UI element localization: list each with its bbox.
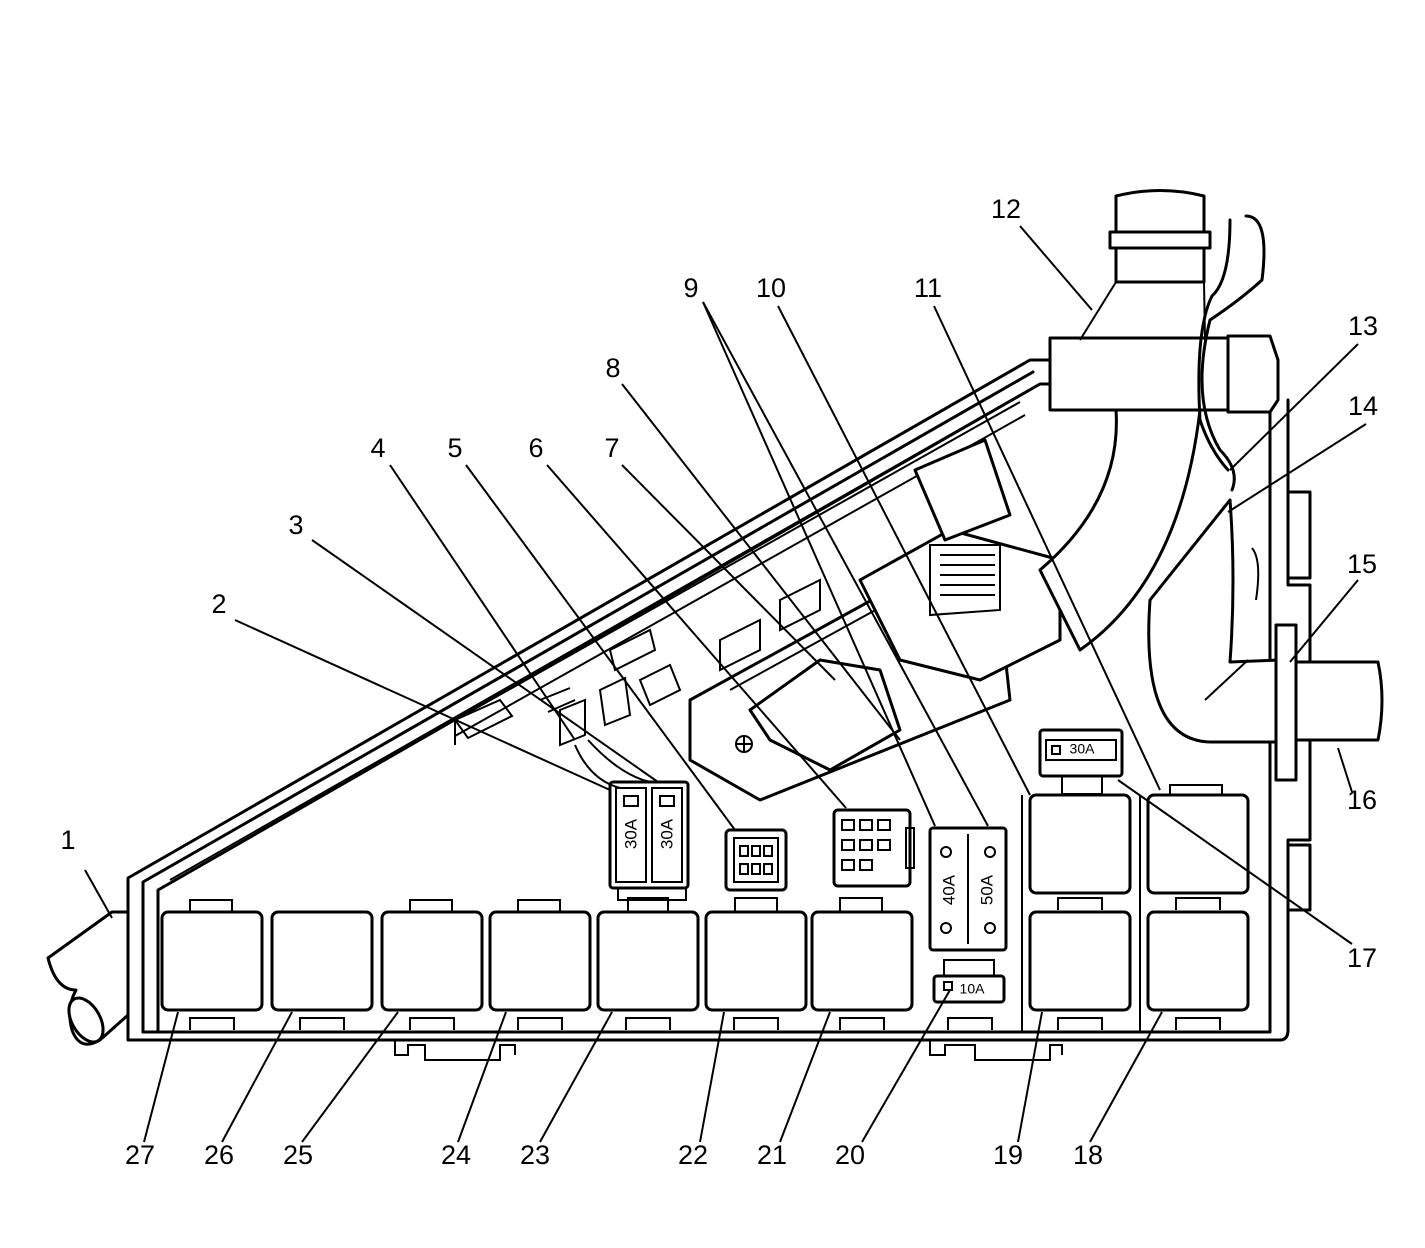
callout-10: 10	[756, 273, 786, 303]
fuse-label-10a: 10A	[960, 981, 986, 997]
wiring-harness	[1038, 189, 1384, 782]
callout-21: 21	[757, 1140, 787, 1170]
callout-6: 6	[528, 433, 543, 463]
callout-5: 5	[447, 433, 462, 463]
fuse-label-30a-mini: 30A	[1070, 741, 1096, 757]
housing	[126, 358, 1312, 1061]
fuse-label-40a: 40A	[939, 874, 958, 905]
callout-14: 14	[1348, 391, 1378, 421]
connector-eight-pin	[832, 808, 915, 888]
callout-17: 17	[1347, 943, 1377, 973]
callout-9: 9	[683, 273, 698, 303]
callout-11: 11	[914, 273, 942, 303]
callout-8: 8	[605, 353, 620, 383]
lid-components	[453, 438, 1062, 802]
callout-13: 13	[1348, 311, 1378, 341]
callout-3: 3	[288, 510, 303, 540]
fuse-label-50a: 50A	[977, 874, 996, 905]
callout-15: 15	[1347, 549, 1377, 579]
mini-fuse-30a: 30A	[1038, 728, 1124, 795]
maxi-fuse-pair-40a-50a: 40A 50A	[928, 826, 1008, 952]
callout-23: 23	[520, 1140, 550, 1170]
leader-lines	[84, 225, 1367, 1143]
relay-row	[160, 784, 1250, 1032]
maxi-fuse-pair-30a: 30A 30A	[608, 780, 690, 901]
grommet-left	[46, 910, 130, 1046]
callout-20: 20	[835, 1140, 865, 1170]
mini-fuse-10a: 10A	[932, 959, 1006, 1004]
callout-4: 4	[370, 433, 385, 463]
callout-27: 27	[125, 1140, 155, 1170]
callout-16: 16	[1347, 785, 1377, 815]
callout-22: 22	[678, 1140, 708, 1170]
callout-25: 25	[283, 1140, 313, 1170]
callout-26: 26	[204, 1140, 234, 1170]
callout-24: 24	[441, 1140, 471, 1170]
connector-six-pin	[724, 828, 788, 892]
callout-1: 1	[60, 825, 75, 855]
callout-numbers: 1 2 3 4 5 6 7 8 9 10 11 12 13 14 15 16 1…	[60, 194, 1378, 1170]
callout-19: 19	[993, 1140, 1023, 1170]
fuse-label-30a-right: 30A	[657, 818, 676, 849]
callout-18: 18	[1073, 1140, 1103, 1170]
fuse-label-30a-left: 30A	[621, 818, 640, 849]
callout-7: 7	[604, 433, 619, 463]
callout-12: 12	[991, 194, 1021, 224]
callout-2: 2	[211, 589, 226, 619]
